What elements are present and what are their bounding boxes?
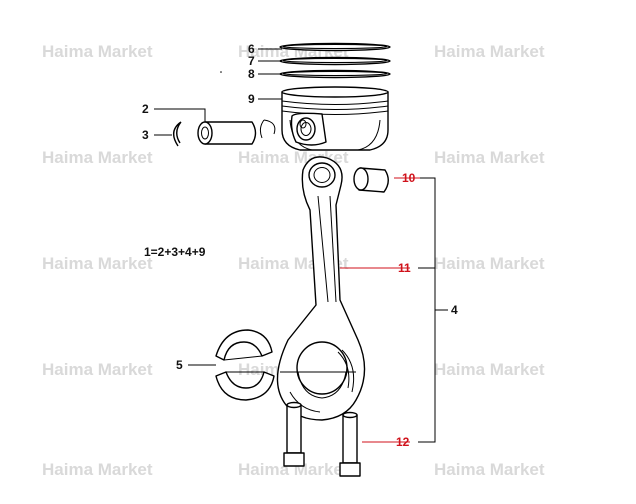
- watermark-text: Haima Market: [42, 148, 153, 167]
- callout-8: 8: [248, 67, 255, 81]
- conrod-bolt-left: [283, 401, 305, 467]
- circlip-right: [259, 119, 276, 139]
- watermark-text: Haima Market: [42, 460, 153, 479]
- leader-lines: [154, 48, 448, 443]
- piston: [281, 86, 389, 151]
- circlip-left: [173, 121, 182, 147]
- conrod-bolt-right: [339, 411, 361, 477]
- watermark-text: Haima Market: [238, 460, 349, 479]
- piston-pin: [197, 121, 257, 145]
- callout-5: 5: [176, 358, 183, 372]
- callout-9: 9: [248, 92, 255, 106]
- small-end-bush: [353, 167, 389, 193]
- connecting-rod: [276, 156, 366, 421]
- piston-ring-7: [279, 56, 391, 66]
- callout-labels: 6 7 8 9 2 3 5 4 10 11 12 1=2+3+4+9: [142, 42, 458, 449]
- watermark-text: Haima Market: [434, 460, 545, 479]
- watermark-text: Haima Market: [434, 148, 545, 167]
- watermark-text: Haima Market: [42, 360, 153, 379]
- callout-10: 10: [402, 171, 416, 185]
- callout-2: 2: [142, 102, 149, 116]
- watermark-text: Haima Market: [42, 42, 153, 61]
- callout-11: 11: [398, 261, 411, 275]
- callout-7: 7: [248, 54, 255, 68]
- watermark-text: Haima Market: [42, 254, 153, 273]
- piston-ring-8: [279, 69, 391, 79]
- callout-4: 4: [451, 303, 458, 317]
- callout-6: 6: [248, 42, 255, 56]
- callout-12: 12: [396, 435, 410, 449]
- callout-3: 3: [142, 128, 149, 142]
- bearing-shells: [215, 329, 275, 401]
- piston-ring-6: [279, 42, 391, 52]
- speck: [220, 71, 222, 73]
- watermark-text: Haima Market: [434, 254, 545, 273]
- watermark-text: Haima Market: [434, 360, 545, 379]
- assembly-formula: 1=2+3+4+9: [144, 245, 206, 259]
- watermark-text: Haima Market: [434, 42, 545, 61]
